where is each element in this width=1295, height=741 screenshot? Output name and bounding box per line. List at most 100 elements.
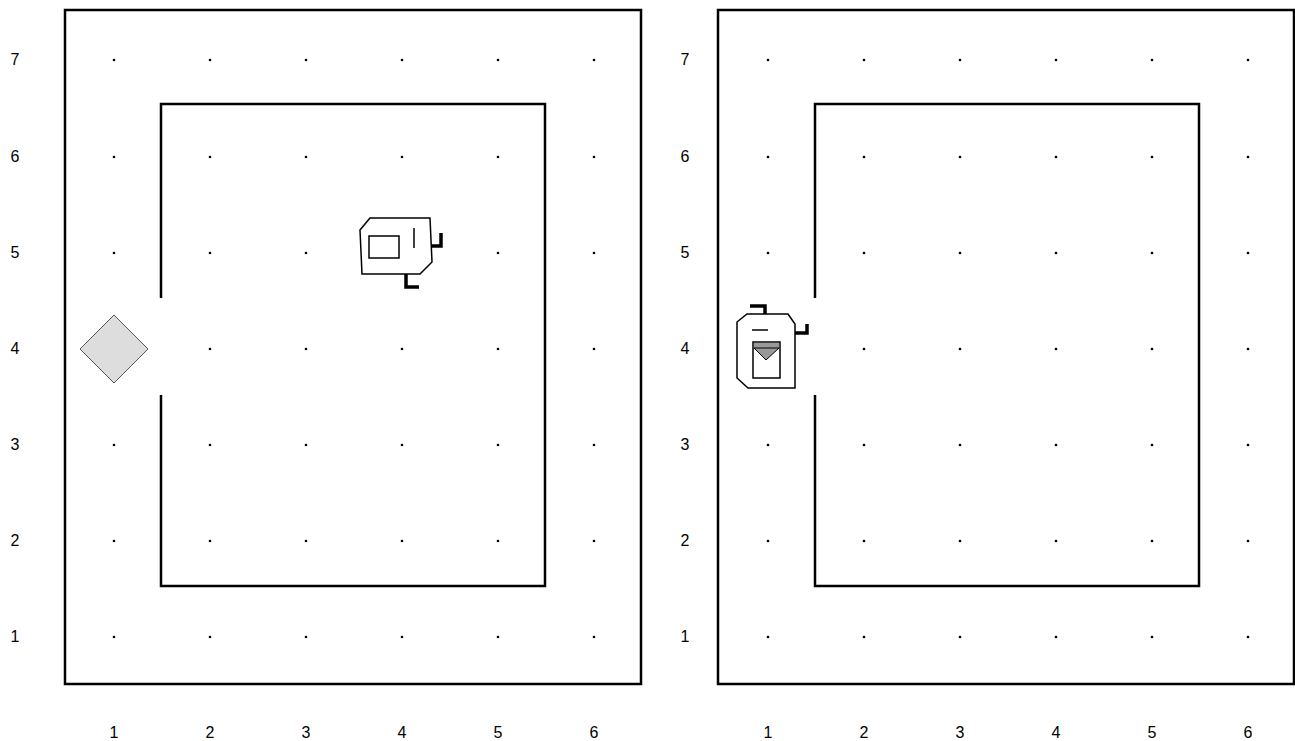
beeper [80,315,148,383]
inner-wall [815,104,1199,586]
outer-wall [65,10,641,684]
grid-dot [1151,540,1154,543]
grid-dot [1151,252,1154,255]
grid-dot [593,348,596,351]
grid-dot [113,156,116,159]
grid-dot [497,540,500,543]
grid-dot [1151,444,1154,447]
grid-dot [305,252,308,255]
outer-wall [718,10,1294,684]
grid-dot [593,252,596,255]
grid-dot [1151,348,1154,351]
grid-dot [113,59,116,62]
row-number: 3 [11,437,20,453]
grid-dot [1247,59,1250,62]
row-number: 4 [11,341,20,357]
grid-dot [1247,252,1250,255]
grid-dot [1247,444,1250,447]
grid-dot [959,444,962,447]
row-number: 1 [681,629,690,645]
grid-dot [767,540,770,543]
robot [737,306,807,388]
row-number: 3 [681,437,690,453]
column-number: 2 [206,725,215,741]
grid-dot [305,444,308,447]
column-number: 6 [1244,725,1253,741]
grid-dot [497,59,500,62]
row-number: 6 [11,149,20,165]
row-number: 2 [11,533,20,549]
grid-dot [1247,540,1250,543]
grid-dot [401,540,404,543]
grid-dot [305,59,308,62]
column-number: 5 [1148,725,1157,741]
grid-dot [305,540,308,543]
grid-dot [593,636,596,639]
grid-dot [209,252,212,255]
grid-dot [1055,59,1058,62]
grid-dot [593,59,596,62]
grid-dot [767,156,770,159]
grid-dot [1055,444,1058,447]
grid-dot [1055,348,1058,351]
grid-dot [209,444,212,447]
grid-dot [1247,348,1250,351]
grid-dot [863,444,866,447]
grid-dot [1055,636,1058,639]
grid-dot [209,348,212,351]
column-number: 4 [398,725,407,741]
grid-dot [593,540,596,543]
column-number: 6 [590,725,599,741]
grid-dot [401,348,404,351]
grid-dot [401,636,404,639]
grid-dot [1151,636,1154,639]
row-number: 1 [11,629,20,645]
column-number: 3 [956,725,965,741]
row-number: 6 [681,149,690,165]
grid-dot [497,636,500,639]
row-number: 7 [681,52,690,68]
grid-dot [863,348,866,351]
grid-dot [959,636,962,639]
grid-dot [113,252,116,255]
grid-dot [1247,156,1250,159]
grid-dot [401,59,404,62]
grid-dot [1151,59,1154,62]
grid-dot [497,348,500,351]
grid-dot [767,636,770,639]
grid-dot [863,59,866,62]
grid-dot [305,636,308,639]
grid-dot [401,444,404,447]
grid-dot [497,252,500,255]
row-number: 5 [11,245,20,261]
column-number: 1 [110,725,119,741]
column-number: 3 [302,725,311,741]
row-number: 4 [681,341,690,357]
grid-dot [959,59,962,62]
grid-dot [209,59,212,62]
grid-dot [1055,540,1058,543]
grid-dot [767,59,770,62]
grid-dot [593,444,596,447]
grid-dot [863,252,866,255]
grid-dot [113,636,116,639]
walls [65,10,1294,684]
column-number: 4 [1052,725,1061,741]
grid-dot [959,156,962,159]
grid-dot [497,156,500,159]
grid-dot [1151,156,1154,159]
inner-wall [161,104,545,586]
grid-dot [209,636,212,639]
grid-dot [305,348,308,351]
grid-dot [1055,252,1058,255]
row-number: 5 [681,245,690,261]
grid-dot [113,444,116,447]
column-number: 1 [764,725,773,741]
grid-dot [113,540,116,543]
grid-dot [863,636,866,639]
grid-dot [1247,636,1250,639]
column-number: 2 [860,725,869,741]
grid-dot [863,540,866,543]
grid-dot [209,156,212,159]
